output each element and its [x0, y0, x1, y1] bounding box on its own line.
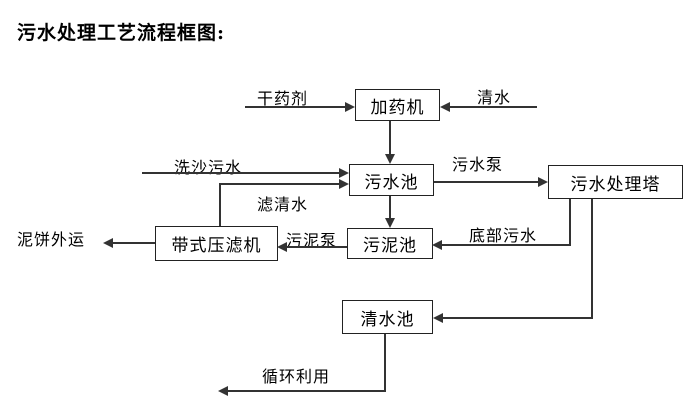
connector-recycle [228, 390, 386, 392]
arrowhead-icon [385, 218, 395, 228]
connector-tower-to-clean [443, 317, 593, 319]
arrowhead-icon [433, 313, 443, 323]
edge-label-sewage-pump: 污水泵 [452, 155, 504, 174]
connector-bottom-sewage [442, 244, 571, 246]
arrowhead-icon [440, 102, 450, 112]
edge-label-clean-water: 清水 [477, 88, 512, 107]
connector-sewage-pump [434, 181, 538, 183]
arrowhead-icon [432, 240, 442, 250]
connector-sand-washing [142, 172, 339, 174]
node-clean-water-pool: 清水池 [342, 300, 433, 334]
arrowhead-icon [218, 386, 228, 396]
edge-label-mud-cake-out: 泥饼外运 [17, 230, 86, 249]
arrowhead-icon [345, 102, 355, 112]
edge-label-dry-chemical: 干药剂 [257, 89, 309, 108]
connector-clean-water [450, 106, 537, 108]
connector-sludge-pump [287, 246, 347, 248]
edge-label-sand-washing-sewage: 洗沙污水 [174, 158, 243, 177]
arrowhead-icon [385, 154, 395, 164]
connector-bottom-sewage-vertical [569, 199, 571, 245]
node-sewage-pool: 污水池 [349, 164, 434, 196]
node-treatment-tower: 污水处理塔 [548, 165, 683, 199]
arrowhead-icon [339, 168, 349, 178]
connector-mud-cake-out [113, 242, 155, 244]
node-sludge-pool: 污泥池 [347, 228, 433, 259]
node-belt-filter-press: 带式压滤机 [155, 226, 278, 261]
connector-filtered-water-vertical [219, 183, 221, 226]
connector-sewage-to-sludge [389, 196, 391, 219]
connector-filtered-water [219, 183, 339, 185]
connector-tower-to-clean-vertical [591, 199, 593, 318]
arrowhead-icon [339, 179, 349, 189]
edge-label-sludge-pump: 污泥泵 [286, 231, 338, 250]
arrowhead-icon [277, 242, 287, 252]
connector-dosing-to-sewage [389, 121, 391, 155]
arrowhead-icon [103, 238, 113, 248]
connector-recycle-vertical [384, 334, 386, 391]
arrowhead-icon [538, 177, 548, 187]
diagram-title: 污水处理工艺流程框图: [17, 22, 226, 44]
connector-dry-chemical [245, 106, 345, 108]
node-dosing-machine: 加药机 [355, 89, 440, 121]
edge-label-bottom-sewage: 底部污水 [469, 226, 538, 245]
edge-label-filtered-water: 滤清水 [257, 195, 309, 214]
edge-label-recycle-use: 循环利用 [262, 367, 331, 386]
